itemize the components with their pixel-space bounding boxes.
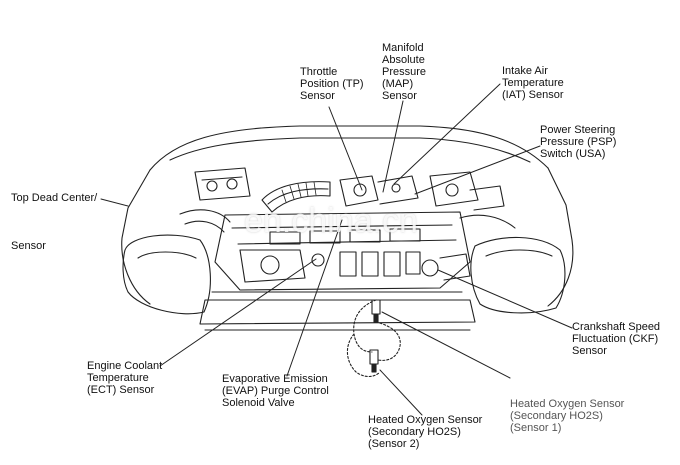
right-components <box>429 171 479 207</box>
label-iat-sensor: Intake Air Temperature (IAT) Sensor <box>502 65 564 101</box>
headlight-right <box>470 236 566 314</box>
label-ect-sensor: Engine Coolant Temperature (ECT) Sensor <box>87 360 163 396</box>
label-tdc-sensor: Sensor <box>11 240 46 252</box>
leader-iat <box>393 83 501 185</box>
fender-left <box>121 169 151 305</box>
o2-wiring <box>346 299 401 378</box>
leader-map <box>382 100 404 193</box>
leader-evap <box>286 219 343 377</box>
label-evap-purge-valve: Evaporative Emission (EVAP) Purge Contro… <box>222 373 329 409</box>
left-box <box>194 167 251 201</box>
label-ho2s-sensor-1: Heated Oxygen Sensor (Secondary HO2S) (S… <box>510 398 625 434</box>
label-map-sensor: Manifold Absolute Pressure (MAP) Sensor <box>382 42 427 102</box>
throttle-body <box>339 175 379 207</box>
label-throttle-position-sensor: Throttle Position (TP) Sensor <box>300 66 364 102</box>
leader-ho2s2 <box>379 369 423 416</box>
leader-throttle <box>328 106 363 191</box>
leader-tdc <box>100 198 129 207</box>
label-psp-switch: Power Steering Pressure (PSP) Switch (US… <box>540 124 617 160</box>
label-ckf-sensor: Crankshaft Speed Fluctuation (CKF) Senso… <box>572 321 661 357</box>
engine-block <box>214 211 471 291</box>
valve-cover-ribs <box>269 228 421 277</box>
oxygen-sensor-1 <box>371 299 381 323</box>
leader-ho2s1 <box>381 311 511 379</box>
fender-right <box>547 167 574 307</box>
headlight-left <box>122 234 211 315</box>
bumper-beam <box>199 299 476 325</box>
label-top-dead-center: Top Dead Center/ <box>11 192 98 204</box>
watermark: en.china.cn <box>244 202 418 240</box>
leader-ect <box>159 258 317 367</box>
oxygen-sensor-2 <box>369 349 379 373</box>
intake-tube <box>261 181 331 213</box>
label-ho2s-sensor-2: Heated Oxygen Sensor (Secondary HO2S) (S… <box>368 414 483 450</box>
hood-outline <box>149 125 549 171</box>
leader-psp <box>414 145 541 195</box>
leader-ckf <box>437 269 573 329</box>
leader-lines <box>100 83 573 416</box>
